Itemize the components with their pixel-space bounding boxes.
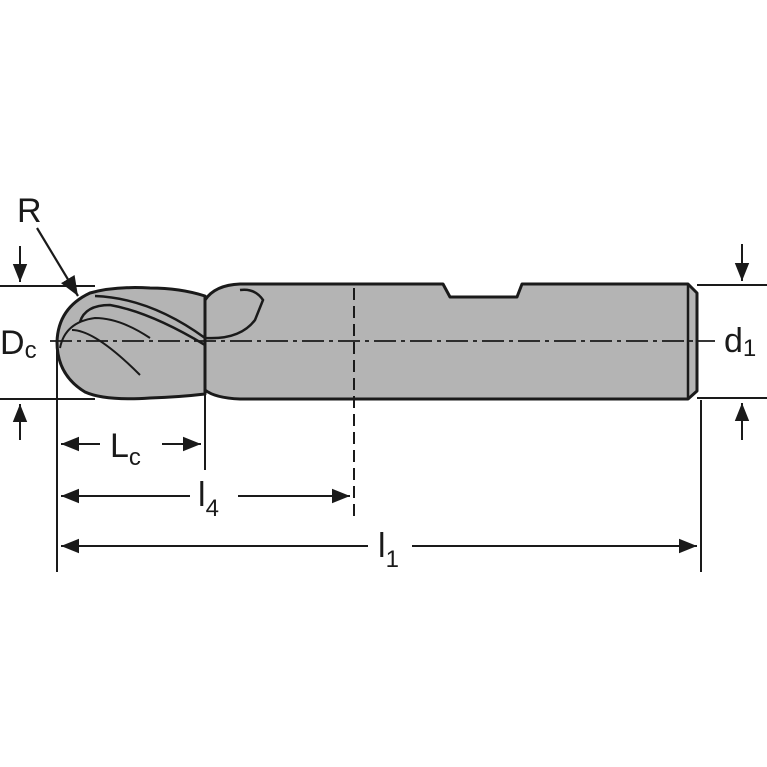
flute-edge-upper xyxy=(94,288,265,340)
tool-body xyxy=(55,282,699,401)
radius-leader-arrow xyxy=(36,227,79,297)
length-dimensions xyxy=(61,436,697,554)
diameter-arrows xyxy=(12,244,750,440)
radius-label: R xyxy=(17,192,42,230)
shank-diameter-label: d1 xyxy=(724,322,756,362)
flute-edge-nose xyxy=(59,316,151,349)
length-4-label: l4 xyxy=(198,476,219,522)
flute-edge-lower xyxy=(78,303,206,347)
overall-length-label: l1 xyxy=(378,527,399,573)
extension-lines xyxy=(0,284,767,572)
cutting-diameter-label: Dc xyxy=(0,324,37,364)
ball-nose-head xyxy=(55,286,207,401)
cutting-length-label: Lc xyxy=(110,427,141,471)
